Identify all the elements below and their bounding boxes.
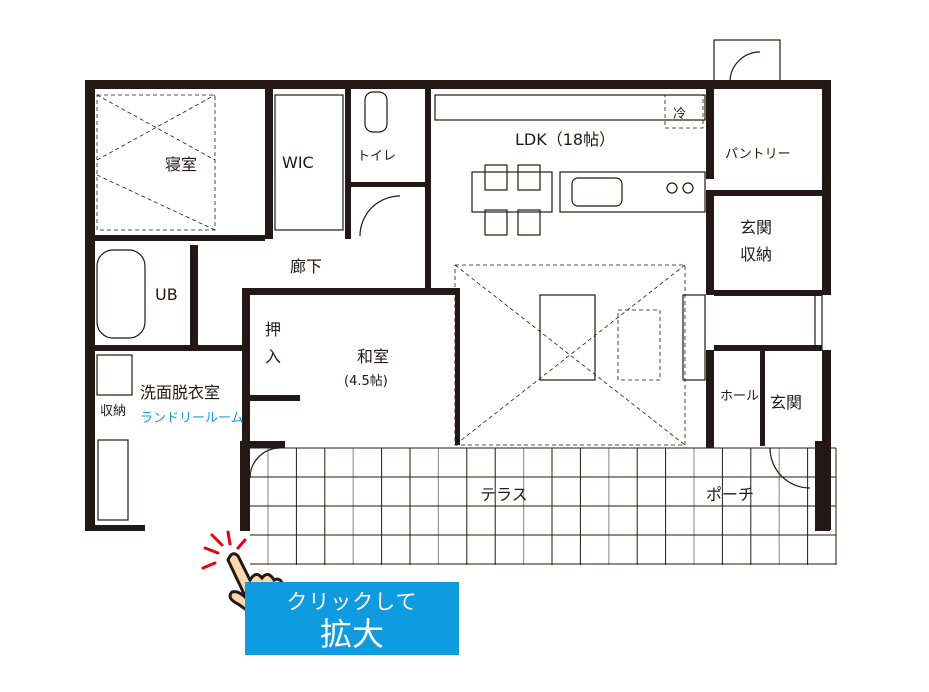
- room-entrance-storage: 玄関: [740, 218, 772, 237]
- room-corridor: 廊下: [290, 257, 322, 276]
- kitchen-counter: [559, 171, 706, 213]
- room-japanese: 和室: [357, 347, 389, 366]
- room-toilet: トイレ: [357, 149, 396, 164]
- terrace-grid: [250, 447, 837, 565]
- storage-shelf: [97, 439, 129, 521]
- tap-lines-icon: [201, 530, 247, 570]
- walls: [85, 80, 831, 531]
- sink: [571, 177, 623, 207]
- tv-board: [682, 294, 706, 381]
- room-wic: WIC: [282, 153, 314, 172]
- room-entrance: 玄関: [770, 393, 802, 412]
- terrace-label: テラス: [480, 485, 528, 504]
- room-ub: UB: [155, 285, 178, 304]
- fixtures: [96, 91, 823, 521]
- click-to-enlarge-button[interactable]: クリックして 拡大: [245, 582, 459, 655]
- room-japanese-size: (4.5帖): [344, 374, 388, 389]
- porch-label: ポーチ: [706, 485, 754, 504]
- room-storage: 収納: [100, 404, 126, 419]
- washbasin: [96, 354, 133, 396]
- toilet-fixture: [364, 91, 388, 133]
- dining-table: [471, 171, 553, 213]
- room-closet-2: 入: [265, 347, 281, 366]
- room-hall: ホール: [720, 389, 759, 404]
- fridge-label: 冷: [673, 107, 686, 122]
- room-bedroom: 寝室: [165, 155, 197, 174]
- room-laundry: ランドリールーム: [140, 411, 244, 426]
- pantry-door-box: [713, 39, 781, 83]
- bathtub: [96, 249, 146, 339]
- cta-line1: クリックして: [286, 590, 418, 614]
- room-entrance-storage-2: 収納: [740, 245, 772, 264]
- room-closet: 押: [265, 320, 281, 339]
- room-ldk: LDK（18帖）: [515, 130, 615, 149]
- cta-line2: 拡大: [319, 615, 384, 653]
- room-washroom: 洗面脱衣室: [140, 383, 220, 402]
- sofa: [539, 294, 596, 381]
- room-pantry: パントリー: [725, 147, 791, 162]
- door-swing: [729, 51, 761, 83]
